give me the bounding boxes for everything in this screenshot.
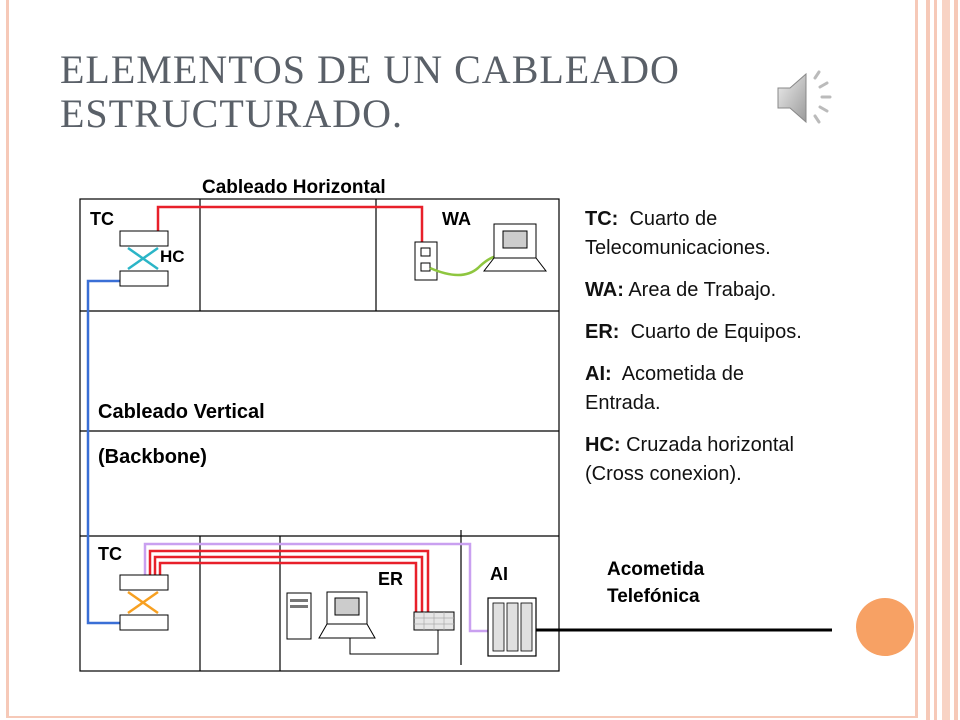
legend-key: ER: bbox=[585, 321, 620, 343]
slide-border bbox=[6, 0, 918, 718]
legend-text: Telecomunicaciones. bbox=[585, 237, 771, 259]
legend: TC: Cuarto de Telecomunicaciones. WA: Ar… bbox=[585, 205, 875, 502]
backbone-cable-er bbox=[158, 561, 418, 612]
speaker-audio-icon[interactable] bbox=[772, 66, 842, 130]
acometida-label-line1: Acometida bbox=[607, 559, 705, 580]
ai-entrance-panel bbox=[487, 597, 537, 657]
telephony-cable bbox=[143, 542, 488, 633]
acometida-label-line2: Telefónica bbox=[607, 586, 700, 607]
legend-item-tc: TC: Cuarto de Telecomunicaciones. bbox=[585, 205, 875, 263]
er-label: ER bbox=[378, 569, 403, 589]
legend-text: (Cross conexion). bbox=[585, 463, 742, 485]
vertical-backbone-cable bbox=[86, 279, 120, 625]
legend-item-er: ER: Cuarto de Equipos. bbox=[585, 318, 875, 347]
server-tower-icon bbox=[286, 592, 312, 640]
legend-key: HC: bbox=[585, 434, 621, 456]
horizontal-cabling-label: Cableado Horizontal bbox=[202, 177, 386, 198]
tc-top-rack bbox=[119, 230, 169, 287]
legend-key: WA: bbox=[585, 279, 624, 301]
legend-item-ai: AI: Acometida de Entrada. bbox=[585, 360, 875, 418]
legend-text: Cuarto de Equipos. bbox=[630, 321, 802, 343]
building-outline bbox=[79, 198, 560, 672]
patch-cable bbox=[429, 254, 498, 277]
orange-circle-decoration bbox=[856, 598, 914, 656]
title-line-2: ESTRUCTURADO. bbox=[60, 91, 404, 136]
tc-top-label: TC bbox=[90, 209, 114, 229]
legend-item-wa: WA: Area de Trabajo. bbox=[585, 276, 875, 305]
er-local-cable bbox=[349, 630, 439, 655]
horizontal-cable bbox=[156, 205, 424, 243]
legend-text: Entrada. bbox=[585, 392, 661, 414]
legend-key: TC: bbox=[585, 208, 619, 230]
wa-label: WA bbox=[442, 209, 471, 229]
legend-text: Area de Trabajo. bbox=[628, 279, 777, 301]
legend-item-hc: HC: Cruzada horizontal (Cross conexion). bbox=[585, 431, 875, 489]
legend-text: Acometida de bbox=[621, 363, 744, 385]
slide-title: ELEMENTOS DE UN CABLEADO ESTRUCTURADO. bbox=[60, 48, 760, 136]
backbone-label: (Backbone) bbox=[98, 446, 207, 468]
legend-text: Cuarto de bbox=[629, 208, 718, 230]
hc-label: HC bbox=[160, 247, 185, 266]
vertical-cabling-label: Cableado Vertical bbox=[98, 401, 265, 423]
er-computer-icon bbox=[318, 591, 376, 639]
legend-text: Cruzada horizontal bbox=[626, 434, 794, 456]
ai-label: AI bbox=[490, 564, 508, 584]
tc-bottom-rack bbox=[119, 574, 169, 631]
er-patch-panel bbox=[413, 611, 455, 631]
right-stripes-decoration bbox=[926, 0, 958, 720]
workstation-computer-icon bbox=[482, 223, 548, 272]
legend-key: AI: bbox=[585, 363, 612, 385]
title-line-1: ELEMENTOS DE UN CABLEADO bbox=[60, 47, 680, 92]
tc-bottom-label: TC bbox=[98, 544, 122, 564]
wall-outlet bbox=[414, 241, 438, 281]
backbone-cable-er bbox=[148, 549, 430, 612]
backbone-cable-er bbox=[153, 555, 424, 612]
